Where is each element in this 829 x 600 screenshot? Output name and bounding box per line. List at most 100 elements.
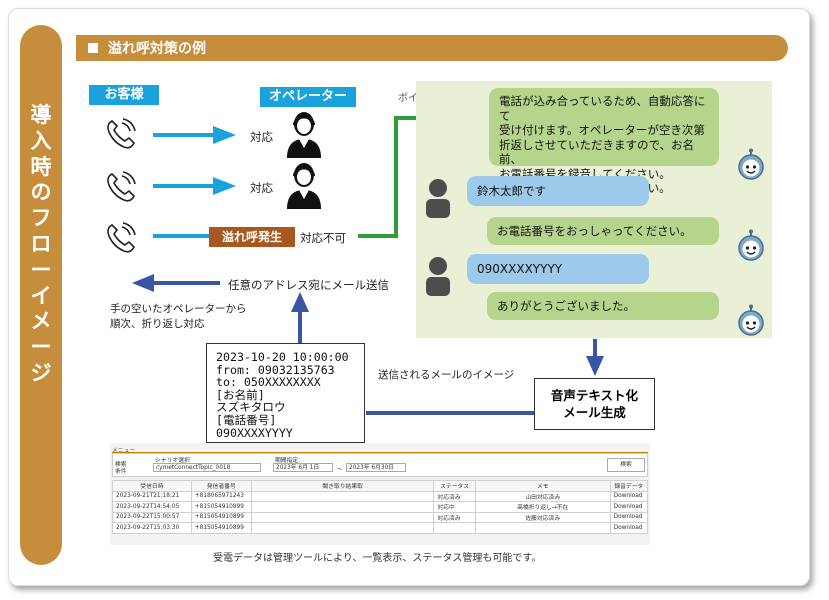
navy-arrow-left xyxy=(132,274,220,292)
bullet-square-icon xyxy=(88,43,98,53)
callback-text-1: 手の空いたオペレーターから xyxy=(110,303,247,315)
email-line: to: 050XXXXXXXX xyxy=(216,375,321,390)
email-line: 090XXXXYYYY xyxy=(216,425,293,440)
bot-bubble-2: お電話番号をおっしゃってください。 xyxy=(487,217,719,245)
phone-icon xyxy=(107,222,136,253)
phone-icon xyxy=(107,171,136,202)
email-line: スズキタロウ xyxy=(216,400,286,415)
status-select[interactable]: 対応済み xyxy=(433,490,476,502)
cell-result xyxy=(250,522,435,534)
col-header: 聞き取り結果取 xyxy=(250,480,435,492)
cell-result xyxy=(250,501,435,513)
sidebar-char: ー xyxy=(30,257,52,282)
caption-text: 受電データは管理ツールにより、一覧表示、ステータス管理も可能です。 xyxy=(213,553,542,564)
operator-icon xyxy=(287,112,321,158)
status-select[interactable] xyxy=(433,522,476,534)
table-header-row: 受信日時 発信者番号 聞き取り結果取 ステータス メモ 録音データ xyxy=(112,480,649,492)
answer-text-1: 対応 xyxy=(250,130,273,144)
scenario-value: cymetConnectTopic_0018 xyxy=(156,465,231,471)
date-to-value: 2023年 6月30日 xyxy=(349,465,395,471)
voice-to-text-box: 音声テキスト化 メール生成 xyxy=(534,378,655,430)
sidebar-char: 時 xyxy=(30,154,52,179)
tilde: ～ xyxy=(337,467,343,473)
unavailable-text: 対応不可 xyxy=(300,231,346,245)
bot-message-line: 折返しさせていただきますので、お名前、 xyxy=(499,137,695,167)
email-line: from: 09032135763 xyxy=(216,362,335,377)
bot-bubble-1: 電話が込み合っているため、自動応答にて 受け付けます。オペレーターが空き次第 折… xyxy=(489,88,719,195)
cell-number: +818065971243 xyxy=(190,490,252,502)
overflow-badge: 溢れ呼発生 xyxy=(209,227,295,247)
email-line: [電話番号] xyxy=(216,412,277,427)
download-link[interactable]: Download xyxy=(609,511,649,523)
cell-datetime: 2023-09-21T21:18:21 xyxy=(112,490,192,502)
navy-arrow-up xyxy=(291,292,309,343)
sidebar-char: ジ xyxy=(30,360,52,385)
col-header: 録音データ xyxy=(609,480,649,492)
voice-to-text-line: メール生成 xyxy=(563,405,626,420)
cell-number: +815054910899 xyxy=(190,522,252,534)
cell-number: +815054910899 xyxy=(190,511,252,523)
status-select[interactable]: 対応中 xyxy=(433,501,476,513)
cell-datetime: 2023-09-22T15:03:30 xyxy=(112,522,192,534)
table-row[interactable]: 2023-09-21T21:18:21+818065971243 対応済み山田対応… xyxy=(112,490,649,502)
table-row[interactable]: 2023-09-22T15:00:57+815054910899 対応済み佐藤対応… xyxy=(112,511,649,523)
search-label-1: 検索 xyxy=(115,462,127,468)
memo-input[interactable] xyxy=(474,522,611,534)
sidebar-char: イ xyxy=(30,283,52,308)
sidebar-char: フ xyxy=(30,206,52,231)
sidebar-char: の xyxy=(30,180,52,205)
voice-to-text-line: 音声テキスト化 xyxy=(550,388,639,403)
memo-input[interactable]: 佐藤対応済み xyxy=(474,511,611,523)
sidebar-char: メ xyxy=(30,309,52,334)
date-to-input[interactable]: 2023年 6月30日 xyxy=(346,463,406,472)
blue-arrow-1 xyxy=(153,126,236,144)
mail-send-text: 任意のアドレス宛にメール送信 xyxy=(228,278,389,292)
admin-tool: メニュー 検索 条件 シナリオ選択 cymetConnectTopic_0018… xyxy=(110,443,650,545)
callback-text-2: 順次、折り返し対応 xyxy=(110,318,205,330)
robot-icon xyxy=(738,304,764,336)
user-bubble-2: 090XXXXYYYY xyxy=(467,254,649,284)
scenario-select[interactable]: cymetConnectTopic_0018 xyxy=(153,463,261,472)
col-header: メモ xyxy=(474,480,611,492)
robot-icon xyxy=(738,148,764,180)
answer-text-2: 対応 xyxy=(250,181,273,195)
period-label: 期間指定: xyxy=(275,458,301,464)
phone-icon xyxy=(107,118,136,149)
operator-label: オペレーター xyxy=(260,87,356,107)
user-avatar-icon xyxy=(426,179,450,218)
download-link[interactable]: Download xyxy=(609,522,649,534)
cell-result xyxy=(250,511,435,523)
memo-input[interactable]: 山田対応済み xyxy=(474,490,611,502)
sidebar-char: ロ xyxy=(30,231,52,256)
sidebar-char: 導 xyxy=(30,103,52,127)
memo-input[interactable]: 高橋折り返し→不在 xyxy=(474,501,611,513)
search-label-2: 条件 xyxy=(115,469,127,475)
section-title: 溢れ呼対策の例 xyxy=(108,41,206,57)
user-bubble-1: 鈴木太郎です xyxy=(467,176,649,206)
date-from-input[interactable]: 2023年 6月 1日 xyxy=(273,463,333,472)
sidebar-title: 導 入 時 の フ ロ ー イ メ ー ジ xyxy=(20,25,62,565)
search-panel: 検索 条件 シナリオ選択 cymetConnectTopic_0018 期間指定… xyxy=(112,453,648,477)
email-line: [お名前] xyxy=(216,387,265,402)
download-link[interactable]: Download xyxy=(609,501,649,513)
sidebar-char: ー xyxy=(30,335,52,360)
bot-bubble-3: ありがとうございました。 xyxy=(487,292,719,320)
menu-label[interactable]: メニュー xyxy=(112,448,136,454)
col-header: ステータス xyxy=(433,480,476,492)
scenario-label: シナリオ選択 xyxy=(155,458,190,464)
email-line: 2023-10-20 10:00:00 xyxy=(216,350,349,364)
robot-icon xyxy=(738,229,764,261)
cell-datetime: 2023-09-22T15:00:57 xyxy=(112,511,192,523)
bot-message-line: 電話が込み合っているため、自動応答にて xyxy=(499,94,706,123)
download-link[interactable]: Download xyxy=(609,490,649,502)
date-from-value: 2023年 6月 1日 xyxy=(276,465,320,471)
status-select[interactable]: 対応済み xyxy=(433,511,476,523)
table-row[interactable]: 2023-09-22T15:03:30+815054910899 Download xyxy=(112,522,649,534)
blue-arrow-2 xyxy=(153,177,236,195)
cell-datetime: 2023-09-22T14:54:05 xyxy=(112,501,192,513)
search-button[interactable]: 検索 xyxy=(607,458,645,472)
navy-arrow-down xyxy=(586,339,604,376)
